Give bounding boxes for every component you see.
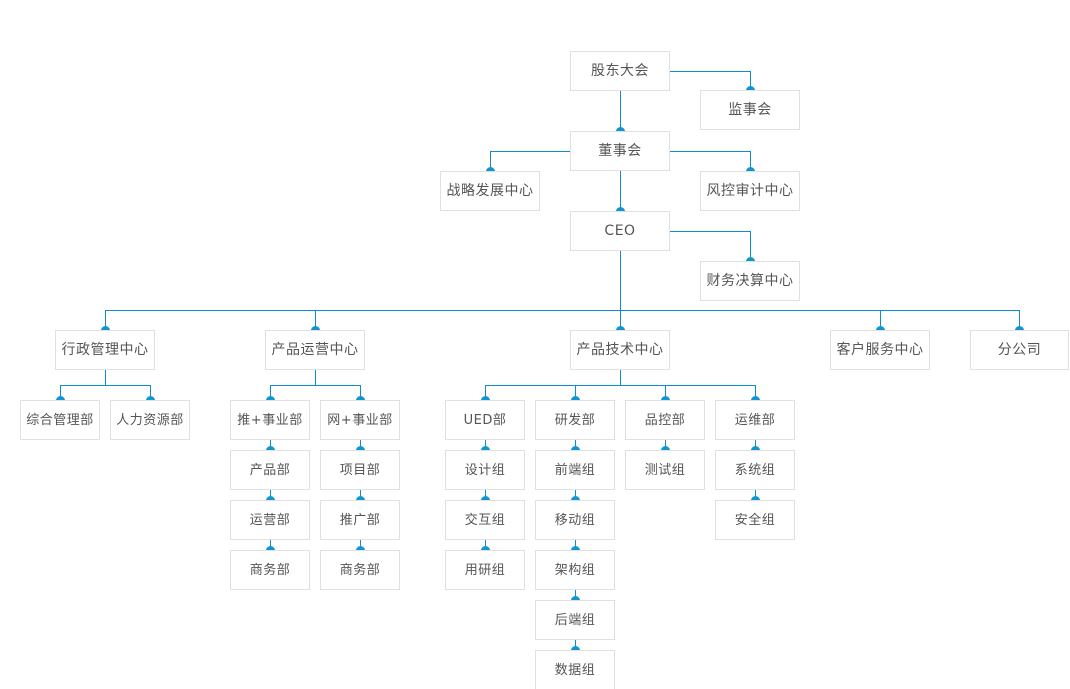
org-node-mobile-group[interactable]: 移动组 bbox=[535, 500, 615, 540]
org-node-project-dept[interactable]: 项目部 bbox=[320, 450, 400, 490]
org-node-design-group[interactable]: 设计组 bbox=[445, 450, 525, 490]
board-to-strategy-v bbox=[490, 151, 491, 171]
org-node-ceo[interactable]: CEO bbox=[570, 211, 670, 251]
board-to-strategy-h bbox=[490, 151, 570, 152]
org-node-admin-mgmt-center[interactable]: 行政管理中心 bbox=[55, 330, 155, 370]
org-node-ops-maintenance-dept[interactable]: 运维部 bbox=[715, 400, 795, 440]
chain-ops-system bbox=[755, 440, 756, 450]
trunk-drop-branch bbox=[1019, 310, 1020, 330]
shareholders-to-supervisors-v2 bbox=[750, 71, 751, 90]
trunk-drop-prodops bbox=[315, 310, 316, 330]
org-node-qa-dept[interactable]: 品控部 bbox=[625, 400, 705, 440]
ceo-to-finance-v bbox=[750, 231, 751, 261]
chain-project-promotion bbox=[360, 490, 361, 500]
chain-frontend-mobile bbox=[575, 490, 576, 500]
prodtech-drop-rd bbox=[575, 385, 576, 400]
chain-wang-project bbox=[360, 440, 361, 450]
org-node-product-dept[interactable]: 产品部 bbox=[230, 450, 310, 490]
shareholders-to-supervisors-h bbox=[670, 71, 750, 72]
org-node-promotion-dept[interactable]: 推广部 bbox=[320, 500, 400, 540]
chain-tui-product bbox=[270, 440, 271, 450]
org-node-rd-dept[interactable]: 研发部 bbox=[535, 400, 615, 440]
org-node-testing-group[interactable]: 测试组 bbox=[625, 450, 705, 490]
org-node-data-group[interactable]: 数据组 bbox=[535, 650, 615, 689]
admin-stem-v bbox=[105, 370, 106, 385]
org-node-shareholders-meeting[interactable]: 股东大会 bbox=[570, 51, 670, 91]
board-to-risk-h bbox=[670, 151, 750, 152]
org-node-business-dept-2[interactable]: 商务部 bbox=[320, 550, 400, 590]
admin-bus-h bbox=[60, 385, 150, 386]
chain-promotion-business2 bbox=[360, 540, 361, 550]
admin-drop-general bbox=[60, 385, 61, 400]
prodops-stem-v bbox=[315, 370, 316, 385]
prodops-drop-wang bbox=[360, 385, 361, 400]
org-node-user-research-group[interactable]: 用研组 bbox=[445, 550, 525, 590]
shareholders-to-supervisors-v1 bbox=[620, 91, 621, 131]
chain-architecture-backend bbox=[575, 590, 576, 600]
org-node-risk-audit-center[interactable]: 风控审计中心 bbox=[700, 171, 800, 211]
org-node-product-ops-center[interactable]: 产品运营中心 bbox=[265, 330, 365, 370]
org-node-operations-dept[interactable]: 运营部 bbox=[230, 500, 310, 540]
trunk-drop-admin bbox=[105, 310, 106, 330]
prodtech-drop-ued bbox=[485, 385, 486, 400]
org-node-hr-dept[interactable]: 人力资源部 bbox=[110, 400, 190, 440]
chain-qa-testing bbox=[665, 440, 666, 450]
prodtech-stem-v bbox=[620, 370, 621, 385]
board-to-risk-v bbox=[750, 151, 751, 171]
ceo-to-finance-h bbox=[670, 231, 750, 232]
org-node-branch-company[interactable]: 分公司 bbox=[970, 330, 1069, 370]
org-node-strategy-dev-center[interactable]: 战略发展中心 bbox=[440, 171, 540, 211]
prodops-drop-tui bbox=[270, 385, 271, 400]
prodtech-drop-ops bbox=[755, 385, 756, 400]
org-node-frontend-group[interactable]: 前端组 bbox=[535, 450, 615, 490]
chain-rd-frontend bbox=[575, 440, 576, 450]
org-node-tui-plus-bu[interactable]: 推+事业部 bbox=[230, 400, 310, 440]
admin-drop-hr bbox=[150, 385, 151, 400]
trunk-drop-prodtech bbox=[620, 310, 621, 330]
org-node-architecture-group[interactable]: 架构组 bbox=[535, 550, 615, 590]
org-node-board-of-supervisors[interactable]: 监事会 bbox=[700, 90, 800, 130]
chain-system-security bbox=[755, 490, 756, 500]
chain-backend-data bbox=[575, 640, 576, 650]
org-node-product-tech-center[interactable]: 产品技术中心 bbox=[570, 330, 670, 370]
org-node-general-mgmt-dept[interactable]: 综合管理部 bbox=[20, 400, 100, 440]
prodtech-drop-qa bbox=[665, 385, 666, 400]
org-node-ued-dept[interactable]: UED部 bbox=[445, 400, 525, 440]
chain-design-interaction bbox=[485, 490, 486, 500]
org-node-finance-settlement-center[interactable]: 财务决算中心 bbox=[700, 261, 800, 301]
trunk-drop-custserv bbox=[880, 310, 881, 330]
org-node-business-dept-1[interactable]: 商务部 bbox=[230, 550, 310, 590]
ceo-trunk-v bbox=[620, 251, 621, 310]
org-node-interaction-group[interactable]: 交互组 bbox=[445, 500, 525, 540]
org-node-board-of-directors[interactable]: 董事会 bbox=[570, 131, 670, 171]
chain-operations-business1 bbox=[270, 540, 271, 550]
prodops-bus-h bbox=[270, 385, 360, 386]
org-node-system-group[interactable]: 系统组 bbox=[715, 450, 795, 490]
org-node-customer-service-center[interactable]: 客户服务中心 bbox=[830, 330, 930, 370]
chain-interaction-research bbox=[485, 540, 486, 550]
org-node-backend-group[interactable]: 后端组 bbox=[535, 600, 615, 640]
org-node-wang-plus-bu[interactable]: 网+事业部 bbox=[320, 400, 400, 440]
chain-ued-design bbox=[485, 440, 486, 450]
org-node-security-group[interactable]: 安全组 bbox=[715, 500, 795, 540]
board-to-ceo-v bbox=[620, 171, 621, 211]
chain-mobile-architecture bbox=[575, 540, 576, 550]
prodtech-bus-h bbox=[485, 385, 755, 386]
chain-product-operations bbox=[270, 490, 271, 500]
ceo-trunk-h bbox=[105, 310, 1020, 311]
